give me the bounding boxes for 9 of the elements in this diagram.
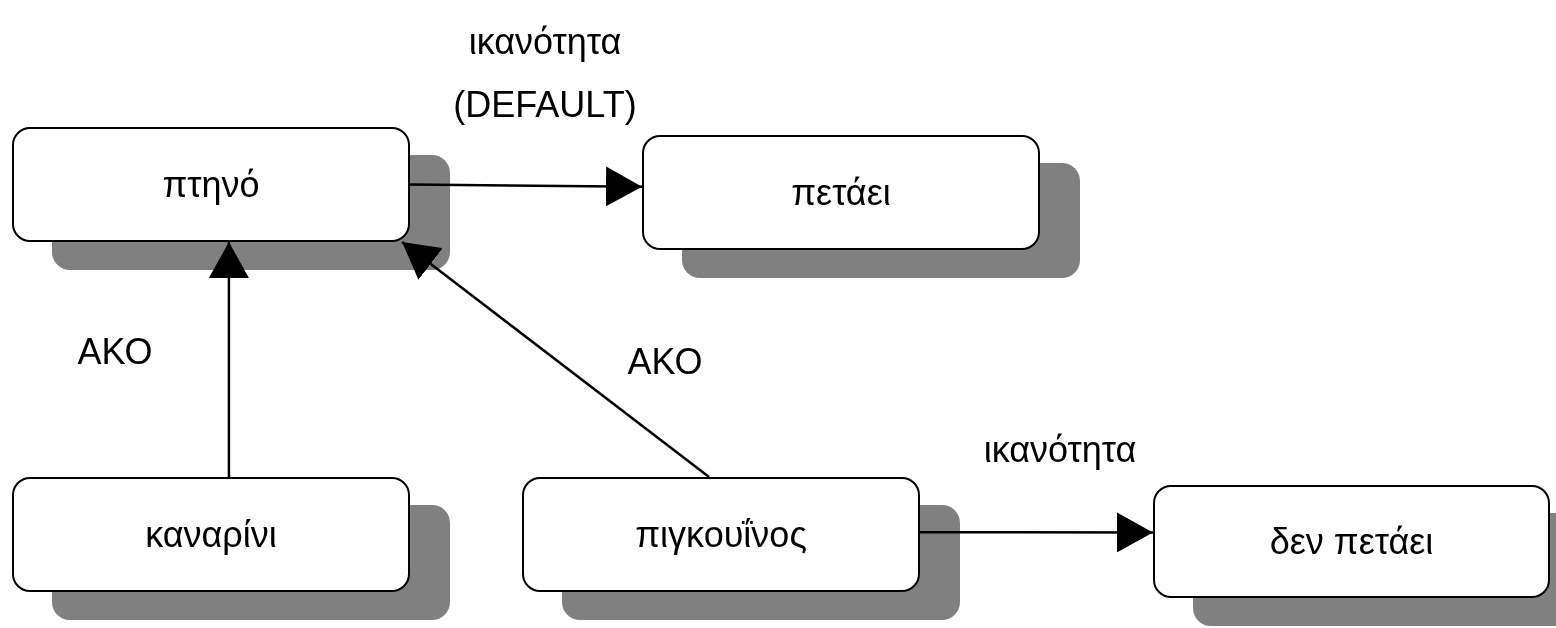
node-label: πετάει (791, 171, 891, 214)
arrow (410, 166, 642, 207)
node-label: δεν πετάει (1269, 520, 1434, 563)
arrow (208, 242, 249, 477)
node-label: πιγκουΐνος (635, 513, 807, 556)
node-label: πτηνό (162, 163, 260, 206)
arrow (920, 512, 1153, 553)
arrow (401, 241, 710, 478)
node-label: καναρίνι (145, 513, 277, 556)
